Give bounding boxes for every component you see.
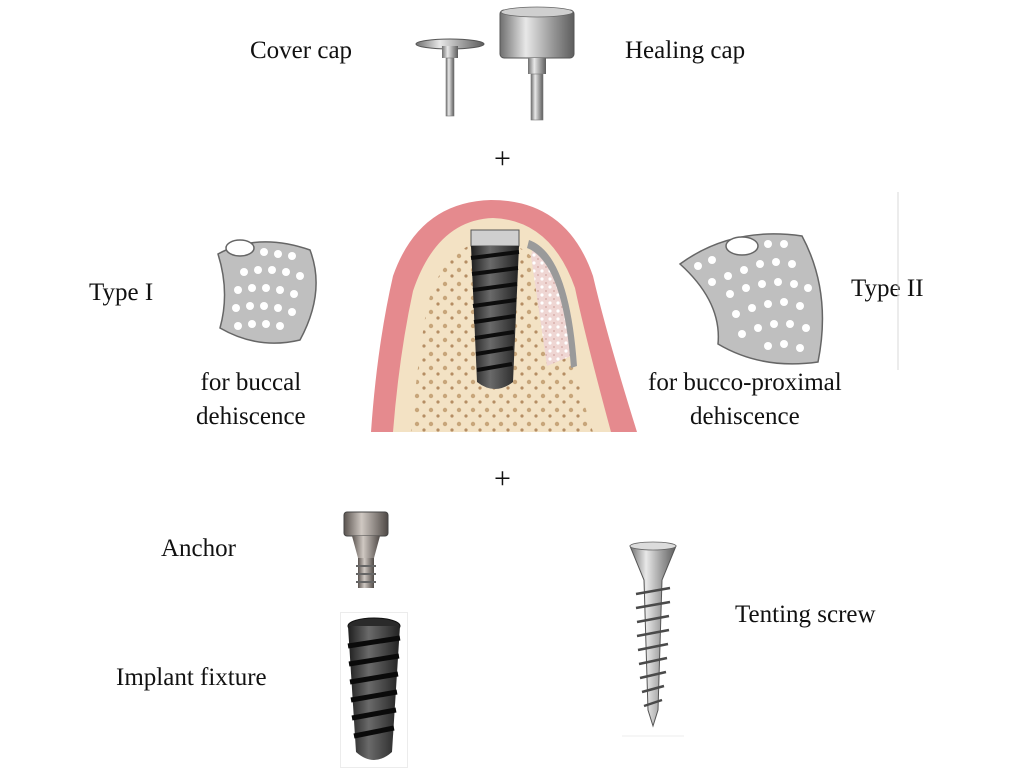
tenting-screw-image <box>622 541 684 737</box>
type2-mesh-image <box>678 233 824 365</box>
healing-cap-label: Healing cap <box>625 37 746 64</box>
type1-mesh-image <box>217 239 317 344</box>
bracket-line <box>897 192 899 370</box>
implant-fixture-label: Implant fixture <box>116 664 267 691</box>
anchor-label: Anchor <box>161 535 236 562</box>
plus-sign-bottom: + <box>494 462 511 495</box>
implant-fixture-image <box>340 612 408 768</box>
type2-use-label: for bucco-proximal dehiscence <box>648 369 842 430</box>
ridge-cross-section-image <box>371 200 637 432</box>
cover-cap-label: Cover cap <box>250 37 353 64</box>
anchor-image <box>343 511 389 588</box>
tenting-screw-label: Tenting screw <box>735 601 876 628</box>
type1-label: Type I <box>89 279 154 306</box>
type2-label: Type II <box>851 275 924 302</box>
type1-use-label: for buccal dehiscence <box>196 369 306 430</box>
cover-cap-image <box>415 38 485 117</box>
healing-cap-image <box>499 6 575 121</box>
plus-sign-top: + <box>494 142 511 175</box>
